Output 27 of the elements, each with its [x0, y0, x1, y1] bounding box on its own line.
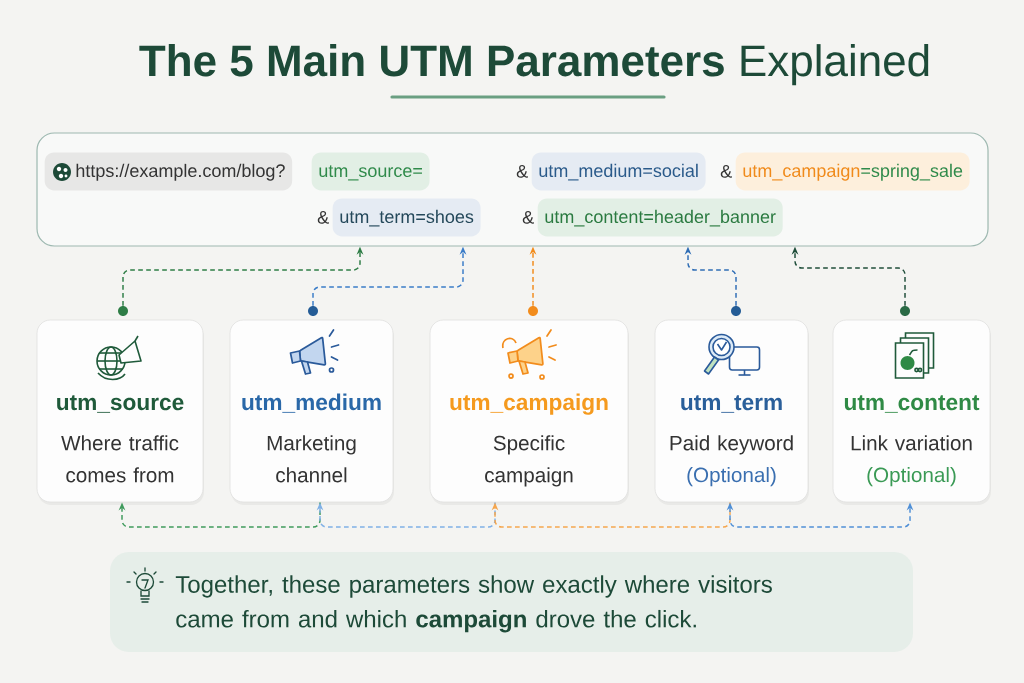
- url-segment: https://example.com/blog?: [44, 152, 293, 191]
- optional-note: (Optional): [867, 467, 956, 487]
- dashed-arrow: [118, 501, 321, 528]
- description: Marketing channel: [267, 435, 356, 483]
- description: Specific campaign: [485, 435, 573, 487]
- ampersand: &: [522, 211, 534, 224]
- note-box: Together, these parameters show exactly where visitors came from and which campaign drove the click.: [110, 552, 913, 652]
- url-segment: utm_term=shoes: [332, 198, 481, 237]
- ampersand: &: [720, 165, 732, 178]
- description: Where traffic comes from: [61, 435, 179, 483]
- url-segment: utm_source=: [311, 152, 430, 191]
- parameter-name: utm_content: [844, 395, 980, 413]
- dashed-arrow: [491, 501, 731, 528]
- parameter-name: utm_source: [57, 395, 184, 413]
- parameter-name: utm_medium: [242, 393, 381, 413]
- optional-note: (Optional): [687, 467, 776, 487]
- parameter-name: utm_term: [681, 395, 782, 413]
- description: Paid keyword: [670, 435, 793, 455]
- title: The 5 Main UTM Parameters Explained: [139, 44, 929, 86]
- parameter-name: utm_campaign: [450, 393, 608, 415]
- dashed-arrow: [316, 501, 496, 528]
- url-segment: utm_medium=social: [531, 152, 706, 191]
- ampersand: &: [516, 165, 528, 178]
- url-segment: utm_campaign=spring_sale: [735, 152, 970, 191]
- description: Link variation: [851, 435, 972, 451]
- url-segment: utm_content=header_banner: [537, 198, 783, 237]
- ampersand: &: [317, 211, 329, 224]
